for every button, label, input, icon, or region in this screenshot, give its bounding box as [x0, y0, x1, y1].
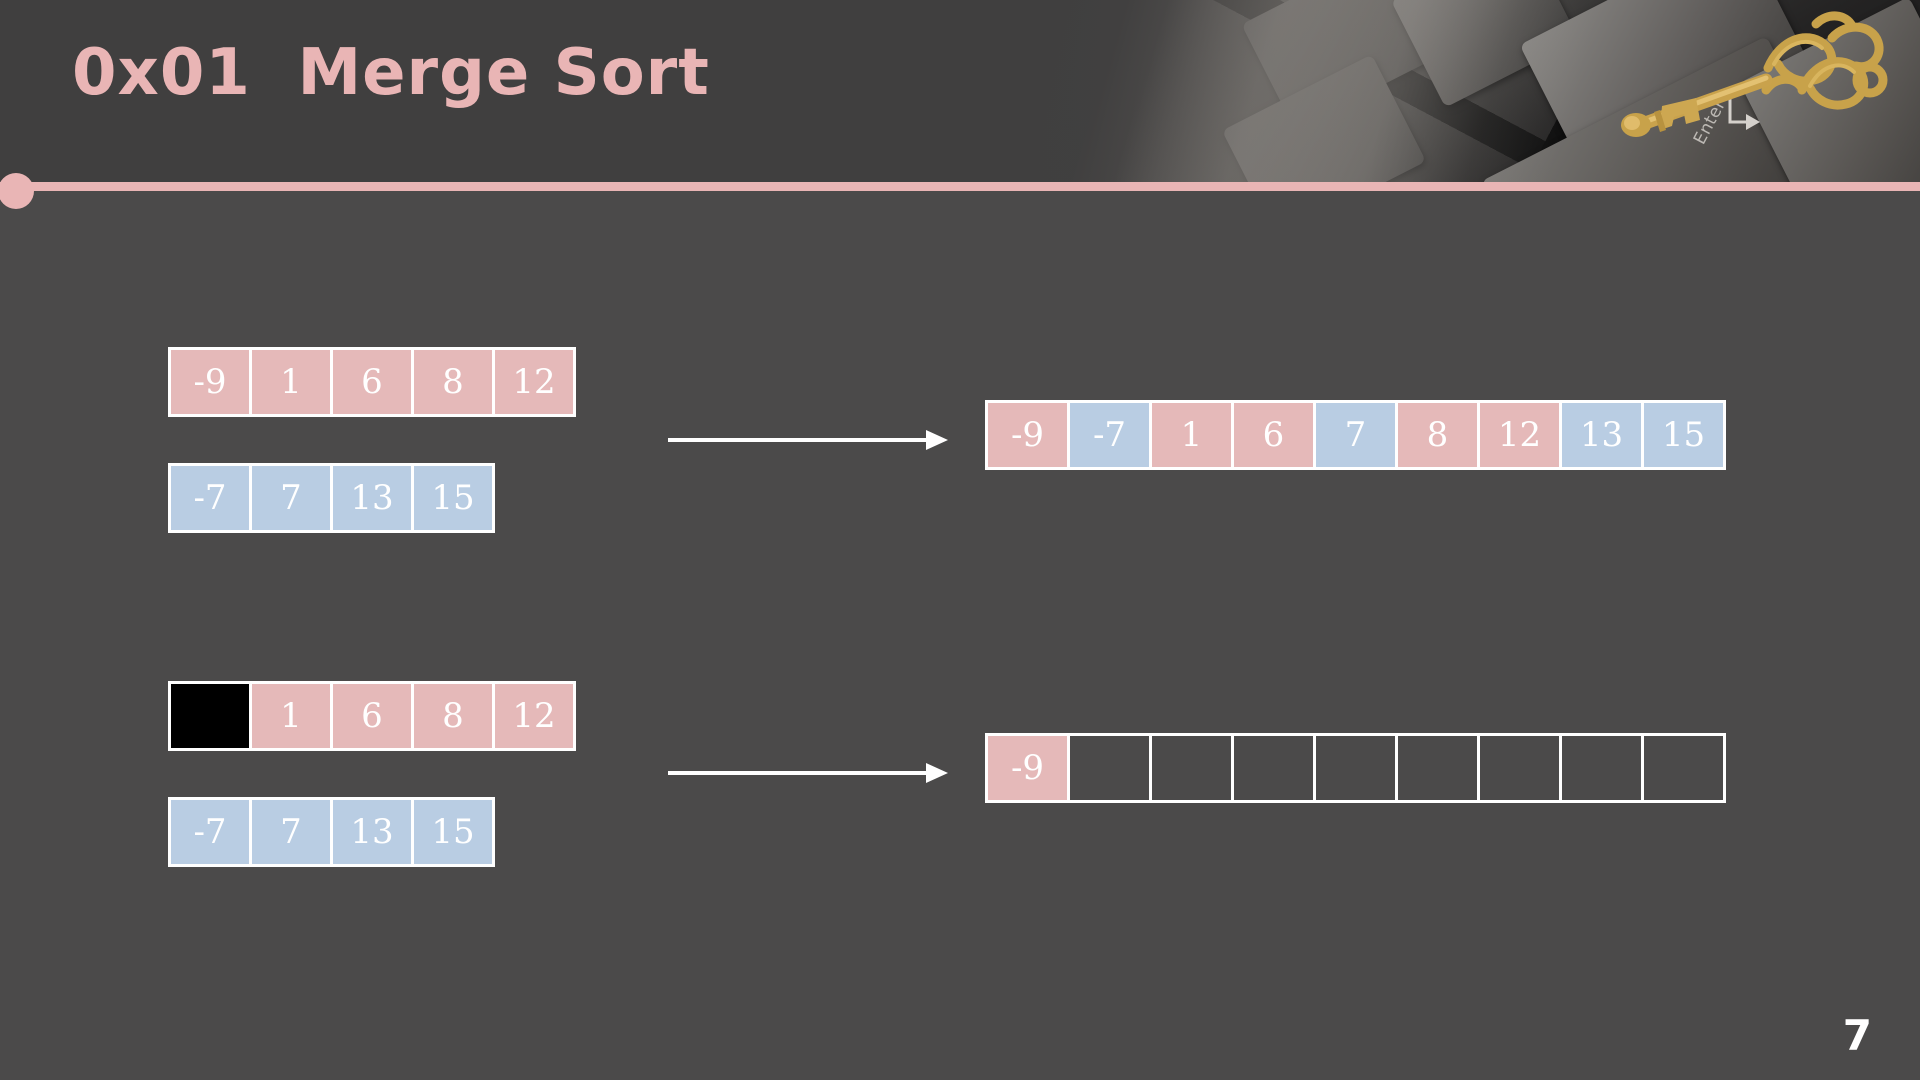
- keyboard-haze-overlay: [940, 0, 1920, 188]
- array-step1-left-subarray: -9 1 6 8 12: [168, 347, 576, 417]
- array-cell: -7: [168, 797, 252, 867]
- header-keyboard-image: Enter: [940, 0, 1920, 188]
- array-cell: 13: [330, 797, 414, 867]
- array-cell: [1477, 733, 1562, 803]
- array-cell: 6: [330, 681, 414, 751]
- array-cell: 6: [330, 347, 414, 417]
- array-cell: 6: [1231, 400, 1316, 470]
- array-cell: 12: [1477, 400, 1562, 470]
- array-cell: [1067, 733, 1152, 803]
- array-cell: 7: [1313, 400, 1398, 470]
- array-cell: -9: [168, 347, 252, 417]
- keyboard-fade-overlay: [940, 0, 1920, 188]
- array-cell: 7: [249, 463, 333, 533]
- merge-arrow-step1: [668, 430, 948, 450]
- array-cell: 1: [249, 681, 333, 751]
- array-cell: [1149, 733, 1234, 803]
- array-cell: [1395, 733, 1480, 803]
- array-cell: 15: [411, 797, 495, 867]
- array-cell: [1559, 733, 1644, 803]
- array-step2-left-subarray: 1 6 8 12: [168, 681, 576, 751]
- array-cell: 8: [411, 681, 495, 751]
- array-cell: 12: [492, 681, 576, 751]
- array-cell: 1: [1149, 400, 1234, 470]
- slide-header: Enter: [0, 0, 1920, 188]
- array-cell: [1313, 733, 1398, 803]
- array-cell-masked: [168, 681, 252, 751]
- array-cell: 13: [330, 463, 414, 533]
- array-step2-result: -9: [985, 733, 1726, 803]
- array-cell: 8: [411, 347, 495, 417]
- arrow-head: [926, 430, 948, 450]
- array-cell: 1: [249, 347, 333, 417]
- page-title: 0x01 Merge Sort: [72, 36, 710, 110]
- array-cell: -9: [985, 733, 1070, 803]
- array-cell: 8: [1395, 400, 1480, 470]
- array-step1-right-subarray: -7 7 13 15: [168, 463, 495, 533]
- array-cell: [1231, 733, 1316, 803]
- array-step1-merged: -9 -7 1 6 7 8 12 13 15: [985, 400, 1726, 470]
- accent-rule-dot: [0, 173, 34, 209]
- merge-arrow-step2: [668, 763, 948, 783]
- arrow-head: [926, 763, 948, 783]
- array-cell: 7: [249, 797, 333, 867]
- array-cell: -7: [1067, 400, 1152, 470]
- arrow-shaft: [668, 771, 926, 775]
- arrow-shaft: [668, 438, 926, 442]
- array-cell: 13: [1559, 400, 1644, 470]
- array-step2-right-subarray: -7 7 13 15: [168, 797, 495, 867]
- array-cell: -7: [168, 463, 252, 533]
- array-cell: 12: [492, 347, 576, 417]
- page-number: 7: [1842, 1011, 1872, 1060]
- array-cell: -9: [985, 400, 1070, 470]
- array-cell: 15: [411, 463, 495, 533]
- accent-rule: [0, 182, 1920, 191]
- array-cell: 15: [1641, 400, 1726, 470]
- array-cell: [1641, 733, 1726, 803]
